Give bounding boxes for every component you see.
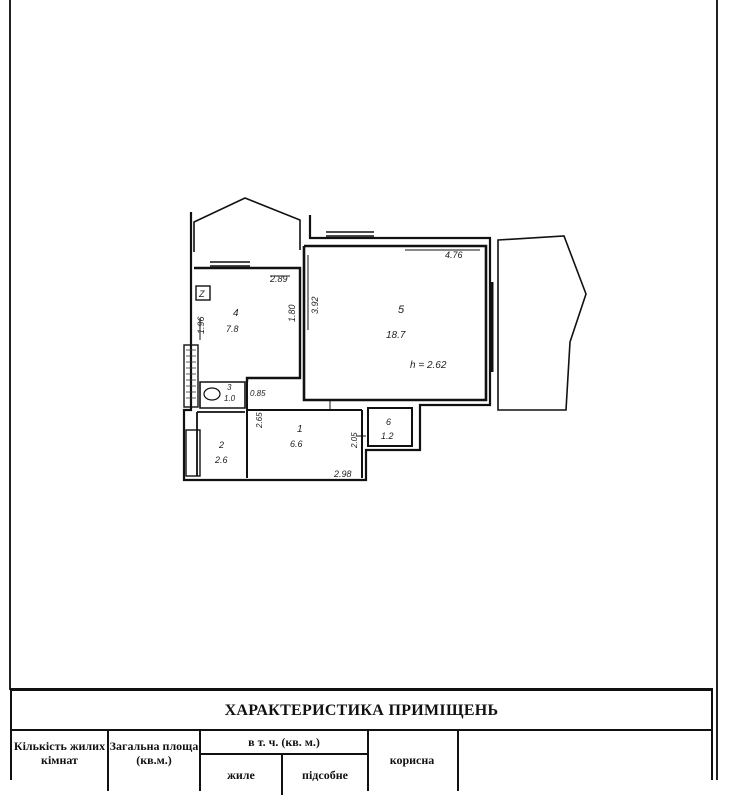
toilet-fixture <box>203 387 221 401</box>
wall-toilet <box>199 381 246 409</box>
storage-room-6 <box>367 407 413 447</box>
room-3-number: 3 <box>227 383 232 392</box>
col-auxiliary-area: підсобне <box>302 768 348 782</box>
room-2-number: 2 <box>218 440 224 450</box>
col-including-header: в т. ч. (кв. м.) <box>201 731 367 755</box>
room-6-number: 6 <box>386 417 391 427</box>
room-height-label: h = 2.62 <box>410 360 447 371</box>
dim-3-92: 3.92 <box>310 296 320 314</box>
dim-2-98: 2.98 <box>333 469 352 479</box>
col-usable-area: корисна <box>367 731 459 791</box>
room-6-area: 1.2 <box>381 431 394 441</box>
window-kitchen <box>210 261 250 267</box>
room-5-number: 5 <box>398 304 405 316</box>
room-5-area: 18.7 <box>386 330 406 341</box>
frame-left-border <box>9 0 11 690</box>
apartment-floor-plan: 4 7.8 5 18.7 h = 2.62 3 1.0 2 2.6 1 6.6 … <box>182 197 587 482</box>
wall-hall <box>246 382 363 478</box>
col-living-area: жиле <box>201 755 283 795</box>
balcony-right <box>497 235 587 411</box>
dim-4-76: 4.76 <box>445 250 463 260</box>
room-1-number: 1 <box>297 424 303 435</box>
col-including: в т. ч. (кв. м.) жиле підсобне <box>201 731 369 795</box>
dim-2-05: 2.05 <box>350 432 359 449</box>
room-4-area: 7.8 <box>226 324 239 334</box>
room-1-area: 6.6 <box>290 439 303 449</box>
dim-0-85: 0.85 <box>250 389 266 398</box>
col-total-area: Загальна площа (кв.м.) <box>109 731 201 791</box>
room-characteristics-table: ХАРАКТЕРИСТИКА ПРИМІЩЕНЬ Кількість жилих… <box>10 688 713 795</box>
dim-1-80: 1.80 <box>287 304 297 322</box>
col-living-rooms-count: Кількість жилих кімнат <box>12 731 109 791</box>
riser-block <box>183 344 199 408</box>
frame-right-border <box>716 0 718 780</box>
dim-1-96: 1.96 <box>196 316 206 334</box>
loggia-left <box>193 197 301 252</box>
vent-box <box>195 285 211 301</box>
vent-mark: Z <box>198 289 205 299</box>
bathtub <box>185 429 201 477</box>
wall-main-room <box>302 244 488 402</box>
room-2-area: 2.6 <box>214 455 228 465</box>
room-4-number: 4 <box>233 308 239 319</box>
room-3-area: 1.0 <box>224 394 236 403</box>
wall-bath <box>196 411 245 476</box>
wall-kitchen <box>194 266 302 382</box>
dim-2-65: 2.65 <box>255 412 264 429</box>
col-empty <box>459 731 713 791</box>
dim-2-89: 2.89 <box>269 274 288 284</box>
table-title: ХАРАКТЕРИСТИКА ПРИМІЩЕНЬ <box>12 691 711 731</box>
outer-wall <box>182 212 492 482</box>
window-top <box>326 231 374 237</box>
